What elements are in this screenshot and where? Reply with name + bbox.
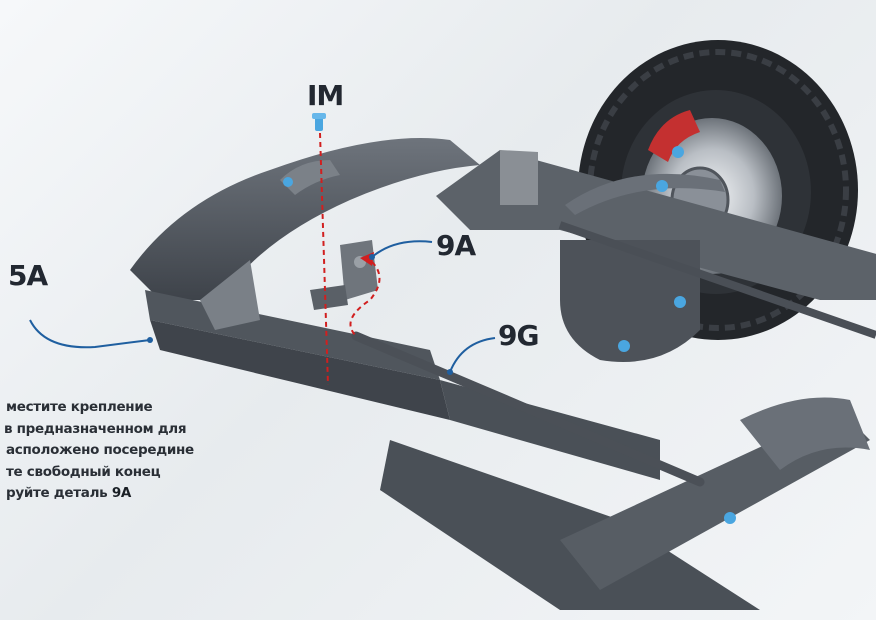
- assembly-instruction: местите крепление в предназначенном для …: [0, 397, 300, 505]
- rod-9g: [351, 331, 705, 487]
- bolt-guide-line: [319, 132, 329, 386]
- leader-lines: [29, 240, 496, 373]
- frame-rail: [130, 138, 870, 610]
- bolt-im: [312, 113, 326, 131]
- leader-9g: [449, 337, 496, 373]
- leader-9a: [371, 240, 433, 258]
- instruction-line: те свободный конец: [6, 463, 161, 480]
- axle-bracket: [560, 240, 700, 362]
- part-label-9g: 9G: [498, 319, 539, 352]
- part-label-5a: 5A: [8, 259, 48, 292]
- instruction-line: местите крепление: [6, 399, 153, 415]
- part-label-9a: 9A: [436, 229, 476, 262]
- axle-rod: [558, 221, 876, 339]
- rear-frame: [436, 150, 876, 362]
- instruction-line: в предназначенном для: [4, 420, 187, 437]
- brake-caliper: [648, 110, 700, 162]
- instruction-line-last: руйте деталь 9A: [0, 483, 300, 505]
- leaf-spring: [565, 173, 725, 215]
- rod-guide-line: [349, 261, 381, 337]
- instruction-line-text: руйте деталь: [6, 485, 108, 501]
- leader-5a: [29, 319, 151, 349]
- instruction-part-ref: 9A: [111, 485, 132, 501]
- guide-lines: [319, 132, 381, 386]
- part-label-im: IM: [307, 79, 344, 112]
- instruction-line: асположено посередине: [6, 442, 194, 458]
- bracket-9a: [310, 240, 378, 310]
- fasteners: [283, 146, 736, 524]
- cross-member: [200, 260, 260, 330]
